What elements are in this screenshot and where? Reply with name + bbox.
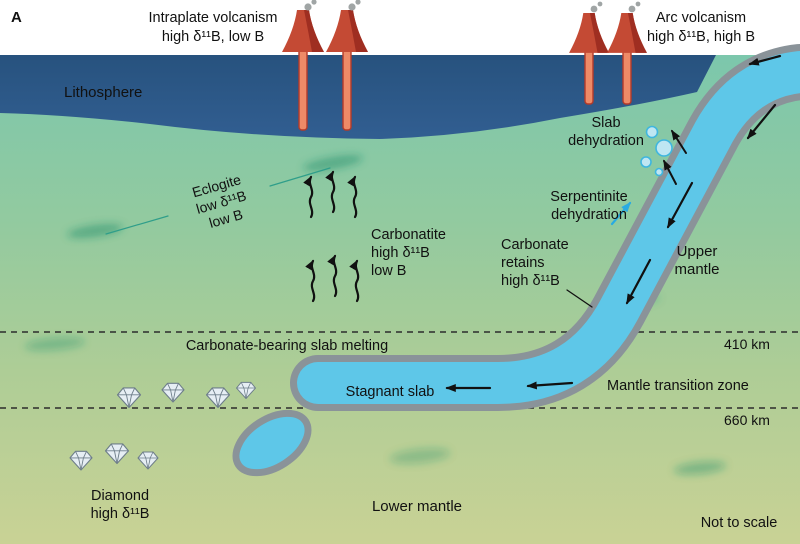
smoke-icon (304, 0, 641, 13)
upper-mantle-label: Upper mantle (674, 243, 719, 278)
magma-conduit (584, 47, 594, 105)
stagnant-slab-label: Stagnant slab (346, 384, 435, 400)
magma-conduit (622, 47, 632, 105)
leader-lines (105, 167, 593, 308)
arc-volcanism-label: high δ¹¹B, high B (647, 29, 755, 45)
mantle-transition-zone-label: Mantle transition zone (607, 378, 749, 394)
slab-melting-label: Carbonate-bearing slab melting (186, 338, 388, 354)
intraplate-volcanism-label: high δ¹¹B, low B (162, 29, 264, 45)
carbonate-retains-label: Carbonate retains high δ¹¹B (501, 237, 569, 289)
magma-conduit (298, 45, 308, 131)
svg-text:high δ¹¹B: high δ¹¹B (501, 273, 560, 289)
bubble-icon (640, 156, 652, 168)
detached-slab-blob (232, 409, 312, 477)
not-to-scale-label: Not to scale (701, 515, 778, 531)
volcanoes (282, 0, 647, 53)
diamond-label: Diamond high δ¹¹B (91, 488, 150, 522)
bubble-icon (645, 125, 659, 139)
svg-text:Carbonatite: Carbonatite (371, 227, 446, 243)
lithosphere-label: Lithosphere (64, 84, 142, 101)
bubble-icon (655, 139, 673, 157)
svg-text:retains: retains (501, 255, 545, 271)
carbonatite-arrows (303, 170, 360, 303)
dehydration-arrows (663, 129, 687, 185)
carbonatite-label: Carbonatite high δ¹¹B low B (371, 227, 446, 279)
serpentinite-arrow (610, 201, 632, 226)
depth-660-label: 660 km (724, 412, 770, 428)
svg-text:Diamond: Diamond (91, 488, 149, 504)
intraplate-volcanism-label: Intraplate volcanism (149, 10, 278, 26)
slab-motion-arrows (445, 54, 782, 392)
magma-conduit (342, 45, 352, 131)
arc-volcanism-label: Arc volcanism (656, 10, 746, 26)
svg-text:dehydration: dehydration (551, 207, 627, 223)
lower-mantle-label: Lower mantle (372, 498, 462, 515)
svg-text:Upper: Upper (677, 243, 718, 260)
panel-label: A (11, 9, 22, 26)
fluid-bubbles (640, 125, 673, 177)
svg-text:high δ¹¹B: high δ¹¹B (91, 506, 150, 522)
svg-text:dehydration: dehydration (568, 133, 644, 149)
svg-text:high δ¹¹B: high δ¹¹B (371, 245, 430, 261)
depth-410-label: 410 km (724, 336, 770, 352)
svg-text:Carbonate: Carbonate (501, 237, 569, 253)
bubble-icon (654, 167, 664, 177)
lithosphere-layer (0, 55, 716, 139)
svg-text:Serpentinite: Serpentinite (550, 189, 627, 205)
magma-conduits (298, 45, 632, 131)
svg-text:Slab: Slab (591, 115, 620, 131)
svg-text:low B: low B (371, 263, 406, 279)
svg-text:mantle: mantle (674, 261, 719, 278)
serpentinite-dehydration-label: Serpentinite dehydration (550, 189, 627, 223)
slab-dehydration-label: Slab dehydration (568, 115, 644, 149)
subducting-slab-fill (297, 51, 800, 404)
